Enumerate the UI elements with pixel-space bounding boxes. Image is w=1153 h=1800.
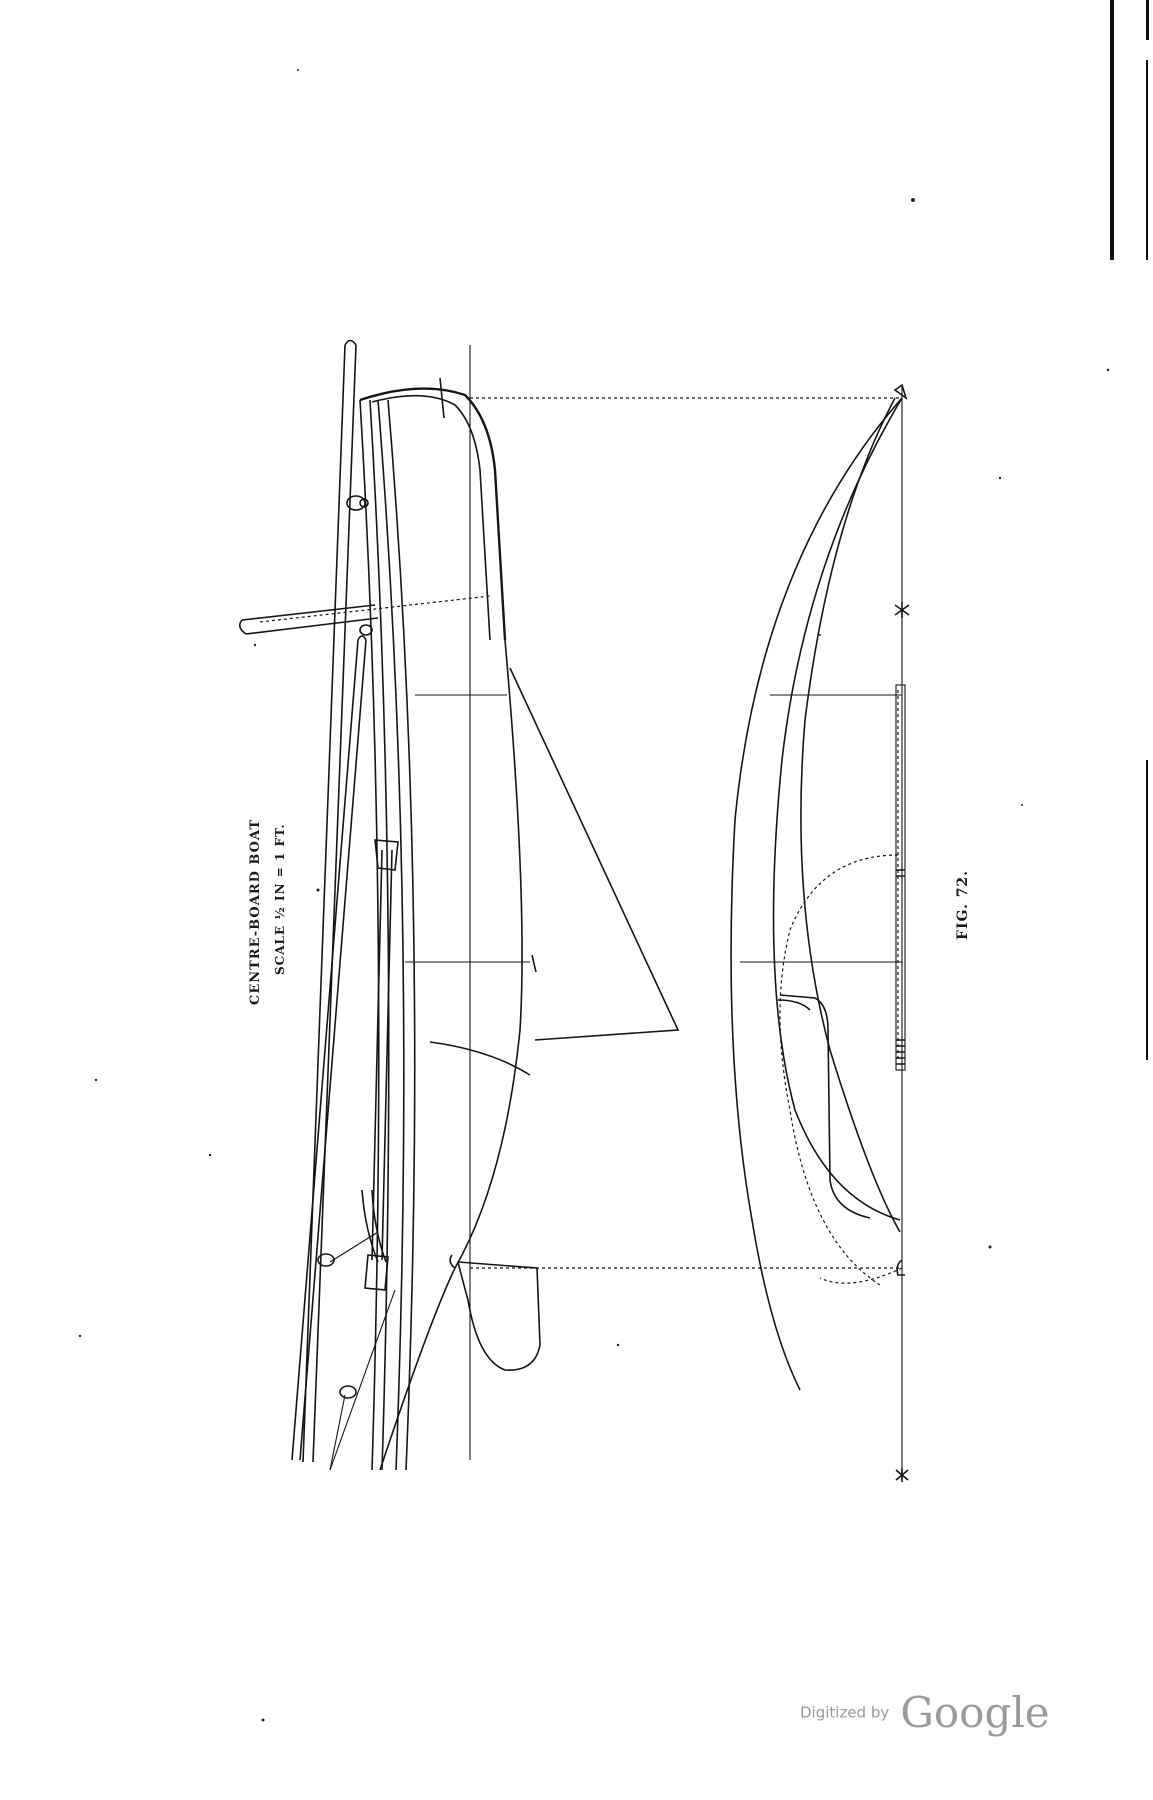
bowsprit — [312, 344, 357, 1463]
thwart — [381, 849, 393, 1261]
watermark-prefix: Digitized by — [800, 1703, 890, 1722]
boom — [291, 639, 359, 1461]
scan-edge-mark — [1146, 0, 1149, 40]
tiller — [371, 1189, 387, 1263]
fitting-ring — [359, 498, 369, 508]
stern-post-plan — [896, 1259, 905, 1276]
boom-end — [357, 635, 367, 641]
bowsprit — [302, 344, 346, 1463]
gunwale-strake — [377, 399, 405, 1471]
thwart-hatched-end — [364, 1254, 389, 1291]
centre-board-slot — [895, 684, 906, 1071]
scan-edge-mark — [1110, 0, 1114, 260]
diagonal-line — [429, 1041, 531, 1076]
waterline-plan — [772, 397, 903, 1221]
fitting-ring — [339, 1385, 357, 1399]
thwart-hatched-end — [374, 839, 399, 871]
watermark-brand: Google — [900, 1688, 1050, 1737]
fitting-ring — [346, 495, 366, 511]
digitized-watermark: Digitized by Google — [800, 1688, 1050, 1737]
stern-line — [329, 1289, 396, 1471]
slot-hatching — [896, 1039, 905, 1065]
rudder-post — [449, 1254, 456, 1269]
centre-board — [509, 667, 680, 1041]
mast-dashed-axis — [259, 595, 491, 623]
keel — [379, 1267, 456, 1471]
cockpit-outline — [777, 999, 811, 1011]
fitting-ring — [359, 624, 373, 636]
gunwale-strake — [387, 399, 416, 1471]
bowsprit-tip — [344, 339, 357, 346]
scan-edge-mark — [1146, 60, 1148, 260]
diagonal-plan — [800, 397, 901, 1233]
figure-label: FIG. 72. — [955, 869, 971, 940]
boom — [299, 639, 367, 1461]
asterisk-mark — [894, 602, 910, 1482]
scan-edge-mark — [1146, 760, 1148, 1060]
gunwale-strake — [369, 399, 390, 1471]
mast — [241, 604, 376, 621]
centre-board-outline — [779, 854, 899, 1286]
stem — [359, 387, 507, 641]
cockpit-outline — [779, 994, 871, 1219]
scan-specks — [78, 69, 1110, 1722]
stem-inner — [371, 394, 491, 641]
hull-bottom — [454, 639, 523, 1269]
rigging-line — [329, 1231, 379, 1263]
deck-outline — [730, 397, 903, 1391]
gunwale-strake — [359, 399, 380, 1471]
tiller — [361, 1189, 379, 1263]
cleat — [439, 377, 445, 419]
thwart — [371, 849, 383, 1261]
mast — [245, 617, 379, 635]
transom-line — [819, 1267, 903, 1284]
drawing-title: CENTRE-BOARD BOAT — [248, 818, 263, 1005]
drawing-scale: SCALE ½ IN = 1 FT. — [273, 823, 287, 975]
slot-hatching — [896, 869, 905, 877]
bow-point — [893, 383, 908, 401]
mast-head — [238, 619, 247, 635]
cleat — [531, 954, 537, 973]
rigging-line — [329, 1394, 346, 1471]
rudder — [457, 1261, 541, 1371]
